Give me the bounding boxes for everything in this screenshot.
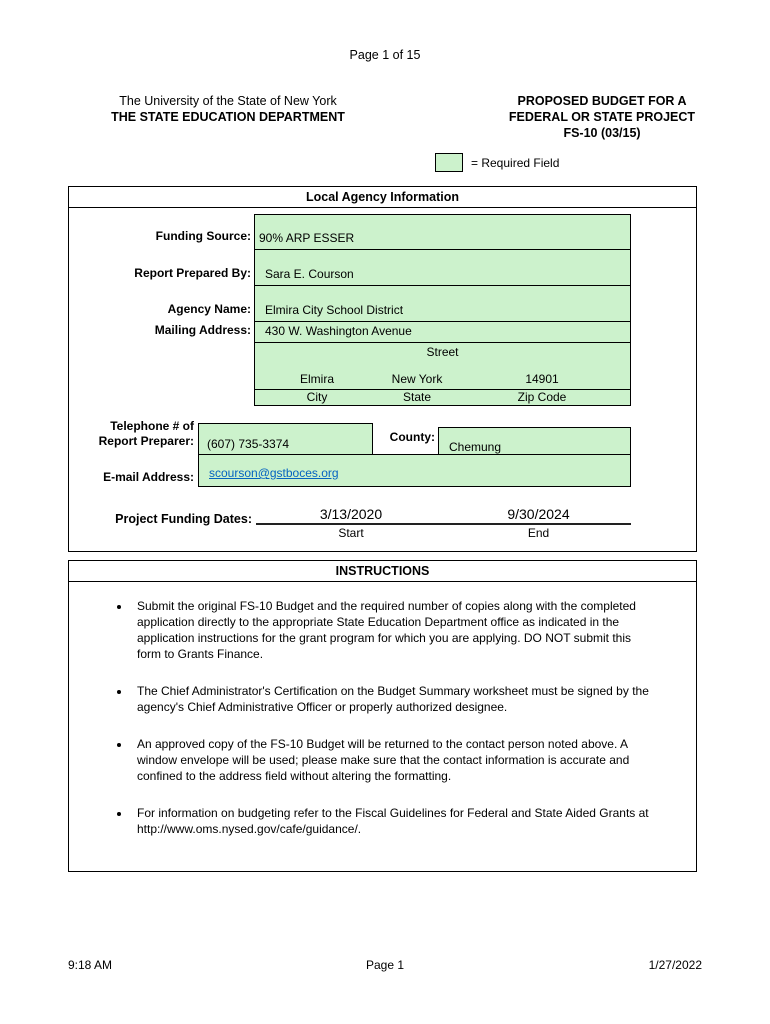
- form-title-line1: PROPOSED BUDGET FOR A: [517, 94, 687, 108]
- form-title: PROPOSED BUDGET FOR A FEDERAL OR STATE P…: [462, 93, 742, 141]
- state-value: New York: [391, 372, 443, 386]
- city-caption: City: [306, 390, 328, 404]
- university-line: The University of the State of New York: [119, 94, 337, 108]
- state-caption: State: [402, 390, 432, 404]
- report-prepared-by-label: Report Prepared By:: [134, 266, 251, 280]
- email-field[interactable]: scourson@gstboces.org: [198, 454, 631, 487]
- agency-name-label: Agency Name:: [167, 302, 251, 316]
- instruction-item: Submit the original FS-10 Budget and the…: [131, 598, 652, 662]
- instruction-item: The Chief Administrator's Certification …: [131, 683, 652, 715]
- city-state-zip-field[interactable]: Street Elmira New York 14901 City State …: [254, 342, 631, 406]
- form-number: FS-10 (03/15): [563, 126, 641, 140]
- instructions-title: INSTRUCTIONS: [69, 561, 696, 582]
- instruction-item: For information on budgeting refer to th…: [131, 805, 652, 837]
- funding-end-date[interactable]: 9/30/2024: [507, 506, 570, 522]
- agency-fields: 90% ARP ESSER Sara E. Courson Elmira Cit…: [254, 214, 631, 406]
- page-indicator: Page 1 of 15: [349, 48, 421, 62]
- footer-page-number: Page 1: [365, 958, 405, 972]
- footer-date: 1/27/2022: [648, 958, 702, 972]
- local-agency-information-section: Local Agency Information 90% ARP ESSER S…: [68, 186, 697, 552]
- email-link[interactable]: scourson@gstboces.org: [209, 466, 339, 480]
- telephone-label: Telephone # of Report Preparer:: [69, 419, 194, 449]
- agency-name-field[interactable]: Elmira City School District: [254, 285, 631, 322]
- city-state-zip-divider: [255, 389, 630, 390]
- mailing-address-value: 430 W. Washington Avenue: [265, 324, 412, 338]
- form-title-line2: FEDERAL OR STATE PROJECT: [508, 110, 696, 124]
- city-value: Elmira: [299, 372, 335, 386]
- zip-caption: Zip Code: [517, 390, 567, 404]
- agency-letterhead: The University of the State of New York …: [88, 93, 368, 125]
- telephone-label-line1: Telephone # of: [110, 419, 194, 433]
- zip-value: 14901: [525, 372, 559, 386]
- county-label: County:: [389, 430, 435, 444]
- telephone-value: (607) 735-3374: [207, 437, 290, 451]
- local-agency-title: Local Agency Information: [69, 187, 696, 208]
- mailing-address-label: Mailing Address:: [154, 323, 251, 337]
- instructions-list: Submit the original FS-10 Budget and the…: [131, 598, 652, 837]
- email-label: E-mail Address:: [103, 470, 194, 484]
- project-funding-dates: 3/13/2020 9/30/2024 Start End: [256, 506, 631, 540]
- instructions-section: INSTRUCTIONS Submit the original FS-10 B…: [68, 560, 697, 872]
- department-line: THE STATE EDUCATION DEPARTMENT: [111, 110, 345, 124]
- report-prepared-by-value: Sara E. Courson: [265, 267, 354, 281]
- required-field-swatch-icon: [435, 153, 463, 172]
- funding-source-label: Funding Source:: [155, 229, 251, 243]
- funding-start-date[interactable]: 3/13/2020: [319, 506, 383, 522]
- footer-timestamp: 9:18 AM: [68, 958, 113, 972]
- county-value: Chemung: [449, 440, 502, 454]
- required-field-label: = Required Field: [471, 155, 560, 170]
- required-field-legend: = Required Field: [435, 153, 559, 172]
- telephone-label-line2: Report Preparer:: [98, 434, 194, 448]
- start-caption: Start: [338, 526, 364, 540]
- project-funding-dates-label: Project Funding Dates:: [115, 512, 252, 526]
- funding-source-value: 90% ARP ESSER: [259, 231, 355, 245]
- report-prepared-by-field[interactable]: Sara E. Courson: [254, 249, 631, 286]
- agency-name-value: Elmira City School District: [265, 303, 404, 317]
- funding-dates-values: 3/13/2020 9/30/2024: [256, 506, 631, 525]
- telephone-field[interactable]: (607) 735-3374: [198, 423, 373, 456]
- mailing-address-field[interactable]: 430 W. Washington Avenue: [254, 321, 631, 343]
- instruction-item: An approved copy of the FS-10 Budget wil…: [131, 736, 652, 784]
- end-caption: End: [527, 526, 550, 540]
- funding-source-field[interactable]: 90% ARP ESSER: [254, 214, 631, 250]
- street-caption: Street: [426, 345, 459, 359]
- funding-dates-captions: Start End: [256, 525, 631, 540]
